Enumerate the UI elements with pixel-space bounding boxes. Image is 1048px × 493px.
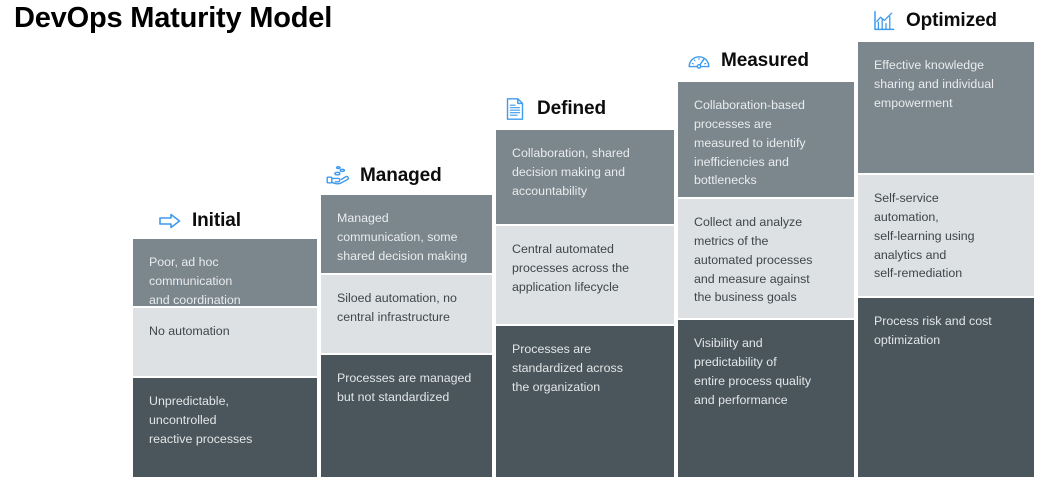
stage-block-optimized-process: Process risk and cost optimization [858, 298, 1034, 477]
arrow-right-icon [157, 208, 183, 234]
stage-block-measured-automation: Collect and analyze metrics of the autom… [678, 199, 854, 318]
page-title: DevOps Maturity Model [14, 2, 333, 34]
block-text: Collect and analyze metrics of the autom… [694, 215, 813, 305]
block-text: Collaboration-based processes are measur… [694, 98, 806, 188]
stage-label-measured: Measured [721, 50, 809, 71]
stage-block-managed-culture: Managed communication, some shared decis… [321, 195, 492, 273]
stage-block-optimized-automation: Self-service automation, self-learning u… [858, 175, 1034, 296]
block-text: Process risk and cost optimization [874, 314, 992, 347]
stage-block-measured-culture: Collaboration-based processes are measur… [678, 82, 854, 197]
block-text: Self-service automation, self-learning u… [874, 191, 975, 281]
stage-block-managed-automation: Siloed automation, no central infrastruc… [321, 275, 492, 353]
stage-header-measured: Measured [686, 48, 809, 74]
stage-block-initial-process: Unpredictable, uncontrolled reactive pro… [133, 378, 317, 477]
block-text: Effective knowledge sharing and individu… [874, 58, 994, 110]
stage-block-measured-process: Visibility and predictability of entire … [678, 320, 854, 477]
stage-column-initial: Initial Poor, ad hoc communication and c… [133, 210, 317, 477]
stage-header-managed: Managed [325, 163, 442, 189]
stage-column-managed: Managed Managed communication, some shar… [321, 165, 492, 477]
stage-block-defined-culture: Collaboration, shared decision making an… [496, 130, 674, 224]
block-text: Visibility and predictability of entire … [694, 336, 812, 407]
stage-block-managed-process: Processes are managed but not standardiz… [321, 355, 492, 477]
block-text: Processes are standardized across the or… [512, 342, 623, 394]
bar-chart-icon [871, 8, 897, 34]
stage-header-optimized: Optimized [871, 8, 997, 34]
block-text: Managed communication, some shared decis… [337, 211, 468, 263]
document-icon [502, 96, 528, 122]
stage-label-defined: Defined [537, 98, 606, 119]
block-text: Poor, ad hoc communication and coordinat… [149, 255, 241, 306]
block-text: Siloed automation, no central infrastruc… [337, 291, 457, 324]
block-text: Unpredictable, uncontrolled reactive pro… [149, 394, 253, 446]
block-text: Processes are managed but not standardiz… [337, 371, 472, 404]
stage-header-initial: Initial [157, 208, 241, 234]
stage-label-optimized: Optimized [906, 10, 997, 31]
block-text: Collaboration, shared decision making an… [512, 146, 630, 198]
hand-coins-icon [325, 163, 351, 189]
stage-block-initial-automation: No automation [133, 308, 317, 376]
stage-label-managed: Managed [360, 165, 442, 186]
stage-column-optimized: Optimized Effective knowledge sharing an… [858, 10, 1034, 477]
block-text: Central automated processes across the a… [512, 242, 630, 294]
stage-block-initial-culture: Poor, ad hoc communication and coordinat… [133, 239, 317, 306]
stage-header-defined: Defined [502, 96, 606, 122]
stage-block-optimized-culture: Effective knowledge sharing and individu… [858, 42, 1034, 173]
gauge-icon [686, 48, 712, 74]
stage-block-defined-automation: Central automated processes across the a… [496, 226, 674, 324]
stage-label-initial: Initial [192, 210, 241, 231]
stage-column-measured: Measured Collaboration-based processes a… [678, 50, 854, 477]
stage-block-defined-process: Processes are standardized across the or… [496, 326, 674, 477]
block-text: No automation [149, 324, 230, 338]
stage-column-defined: Defined Collaboration, shared decision m… [496, 98, 674, 477]
